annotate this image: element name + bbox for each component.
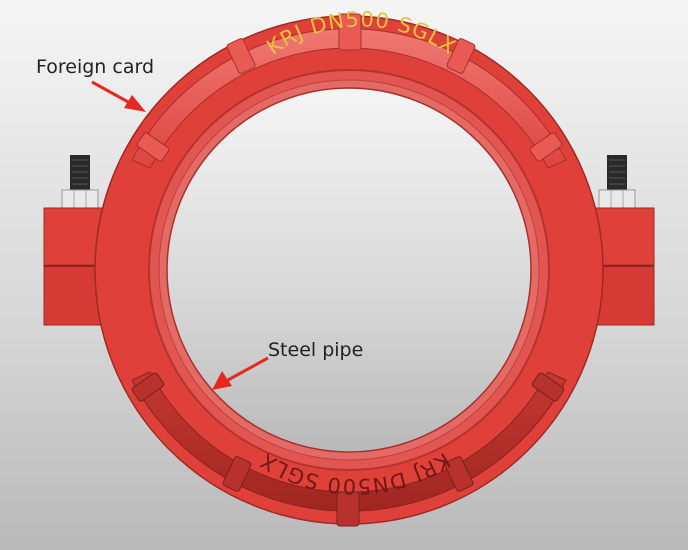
label-steel-pipe: Steel pipe (268, 339, 364, 361)
left-nut (61, 189, 99, 209)
pipe-bore (166, 87, 532, 453)
right-nut (598, 189, 636, 209)
bottom-ribs (131, 372, 565, 527)
right-bolt (598, 155, 636, 209)
arrow-steel-pipe (212, 356, 269, 390)
label-foreign-card: Foreign card (36, 56, 155, 78)
arrow-foreign-card (91, 80, 146, 112)
top-ribs (136, 13, 563, 162)
